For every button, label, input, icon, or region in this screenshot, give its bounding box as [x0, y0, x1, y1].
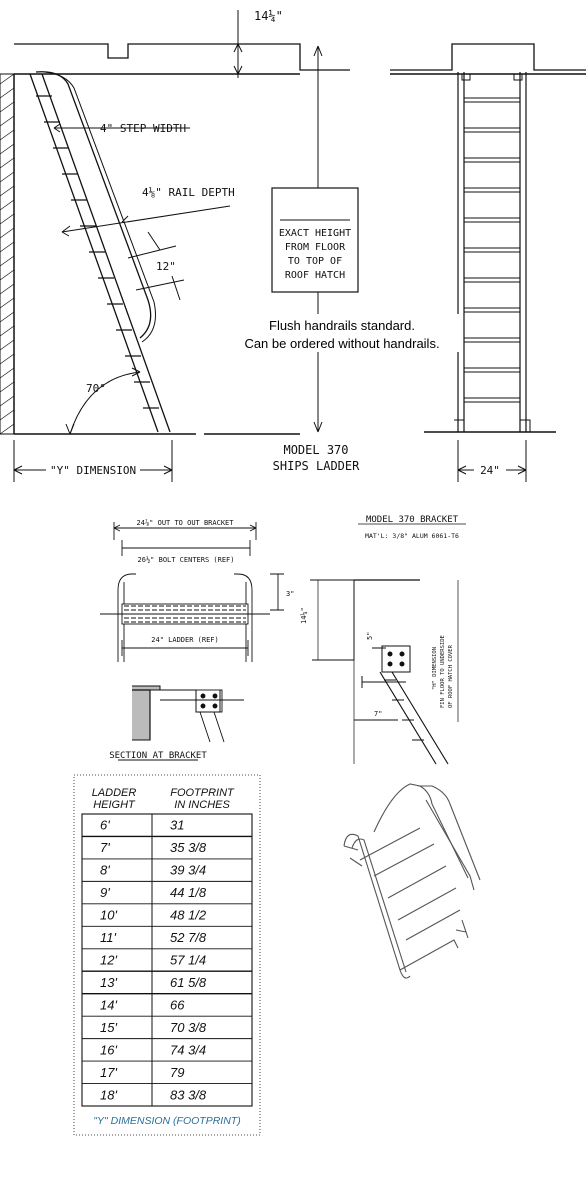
table-cell-footprint: 31	[170, 818, 184, 833]
height-box-line-1: EXACT HEIGHT	[279, 228, 351, 239]
table-cell-footprint: 44 1/8	[170, 885, 207, 900]
rail-depth-label: 4⅛" RAIL DEPTH	[142, 186, 235, 199]
bracket-dim-bolt: 5"	[366, 632, 374, 640]
table-cell-footprint: 70 3/8	[170, 1020, 207, 1035]
table-cell-height: 10'	[100, 908, 117, 923]
table-cell-footprint: 35 3/8	[170, 840, 207, 855]
table-cell-footprint: 57 1/4	[170, 952, 206, 967]
out-to-out-label: 24⅞" OUT TO OUT BRACKET	[137, 519, 235, 527]
table-cell-height: 17'	[100, 1065, 117, 1080]
table-cell-footprint: 79	[170, 1065, 184, 1080]
height-box-line-3: TO TOP OF	[288, 256, 342, 267]
step-width-label: 4" STEP WIDTH	[100, 122, 186, 135]
handrail-note-line-2: Can be ordered without handrails.	[244, 336, 439, 351]
header-ladder-height-2: HEIGHT	[93, 799, 136, 811]
bracket-dim-left: 14¼"	[300, 607, 308, 624]
angle-label: 70°	[86, 382, 106, 395]
table-cell-height: 14'	[100, 997, 117, 1012]
height-box-line-4: ROOF HATCH	[285, 270, 345, 281]
table-cell-footprint: 74 3/4	[170, 1042, 206, 1057]
plan-dim-right: 3"	[286, 590, 294, 598]
bracket-dim-bottom: 7"	[374, 710, 382, 718]
table-cell-height: 15'	[100, 1020, 117, 1035]
table-cell-footprint: 39 3/4	[170, 863, 206, 878]
header-ladder-height-1: LADDER	[92, 787, 137, 799]
table-cell-height: 8'	[100, 863, 110, 878]
table-cell-footprint: 48 1/2	[170, 908, 207, 923]
table-cell-height: 13'	[100, 975, 117, 990]
table-cell-height: 11'	[100, 930, 116, 945]
table-cell-height: 16'	[100, 1042, 117, 1057]
table-cell-height: 7'	[100, 840, 110, 855]
table-cell-footprint: 61 5/8	[170, 975, 207, 990]
header-footprint-1: FOOTPRINT	[170, 787, 235, 799]
bracket-vertical-note-1: "H" DIMENSION	[432, 647, 438, 690]
footprint-table-frame	[73, 774, 261, 1136]
model-label-line-2: SHIPS LADDER	[273, 459, 360, 473]
handrail-note-line-1: Flush handrails standard.	[269, 318, 415, 333]
height-box-line-2: FROM FLOOR	[285, 242, 346, 253]
front-view	[390, 43, 586, 482]
table-cell-footprint: 52 7/8	[170, 930, 207, 945]
table-cell-footprint: 83 3/8	[170, 1087, 207, 1102]
model-label-line-1: MODEL 370	[283, 443, 348, 457]
table-cell-height: 12'	[100, 952, 117, 967]
side-view	[0, 10, 359, 482]
bracket-material: MAT'L: 3/8" ALUM 6061-T6	[365, 532, 459, 540]
bracket-vertical-note-3: OF ROOF HATCH COVER	[448, 644, 454, 708]
table-cell-height: 9'	[100, 885, 110, 900]
table-cell-height: 6'	[100, 818, 110, 833]
step-spacing-label: 12"	[156, 260, 176, 273]
bolt-centers-label: 26½" BOLT CENTERS (REF)	[138, 556, 235, 564]
y-dimension-label: "Y" DIMENSION	[50, 464, 136, 477]
bracket-plan	[100, 522, 284, 761]
width-label: 24"	[480, 464, 500, 477]
section-title: SECTION AT BRACKET	[109, 751, 207, 761]
ladder-ref-label: 24" LADDER (REF)	[151, 636, 218, 644]
header-footprint-2: IN INCHES	[174, 799, 230, 811]
ladder-isometric-sketch	[343, 783, 481, 979]
table-caption: "Y" DIMENSION (FOOTPRINT)	[93, 1115, 240, 1127]
bracket-detail	[310, 523, 466, 765]
table-cell-height: 18'	[100, 1087, 117, 1102]
table-cell-footprint: 66	[170, 997, 185, 1012]
bracket-title: MODEL 370 BRACKET	[366, 515, 459, 525]
hatch-offset-label: 14¼"	[254, 9, 283, 23]
bracket-vertical-note-2: FIN FLOOR TO UNDERSIDE	[440, 635, 446, 708]
footprint-table-rows: 6' 31 7' 35 3/8 8' 39 3/4 9' 44 1/8 10' 48 1/2 11'…	[100, 818, 207, 1103]
